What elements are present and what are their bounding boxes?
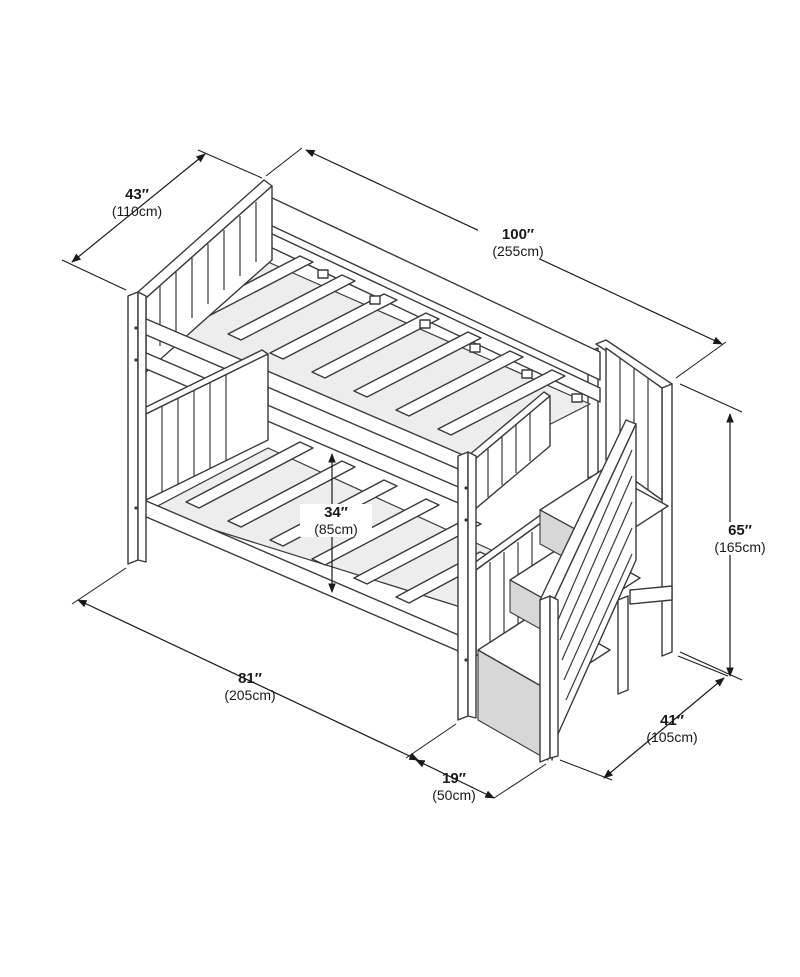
dimension-label-stair-depth: 19″ (50cm) — [414, 770, 494, 803]
dimension-metric: (205cm) — [224, 687, 276, 704]
dimension-metric: (105cm) — [646, 729, 698, 746]
staircase — [477, 339, 673, 763]
dimension-label-length-bed: 81″ (205cm) — [210, 670, 290, 703]
dimension-value: 100″ — [501, 226, 535, 243]
dimension-value: 34″ — [324, 504, 348, 521]
dimension-label-clearance: 34″ (85cm) — [300, 504, 372, 538]
dimension-metric: (110cm) — [111, 203, 163, 220]
dimension-metric: (165cm) — [714, 539, 766, 556]
dimension-metric: (85cm) — [314, 521, 358, 538]
dimension-label-length-total: 100″ (255cm) — [478, 226, 558, 260]
dimension-value: 65″ — [728, 522, 752, 539]
dimension-value: 19″ — [442, 770, 466, 787]
dimension-metric: (255cm) — [492, 243, 544, 260]
dimension-label-width-top: 43″ (110cm) — [100, 186, 174, 219]
dimension-label-height: 65″ (165cm) — [700, 522, 780, 556]
dimension-label-width-base: 41″ (105cm) — [632, 712, 712, 745]
dimension-value: 81″ — [238, 670, 262, 687]
dimension-metric: (50cm) — [432, 787, 476, 804]
dimension-lines — [61, 147, 743, 799]
dimension-value: 43″ — [125, 186, 149, 203]
front-posts — [127, 291, 477, 721]
dimension-value: 41″ — [660, 712, 684, 729]
